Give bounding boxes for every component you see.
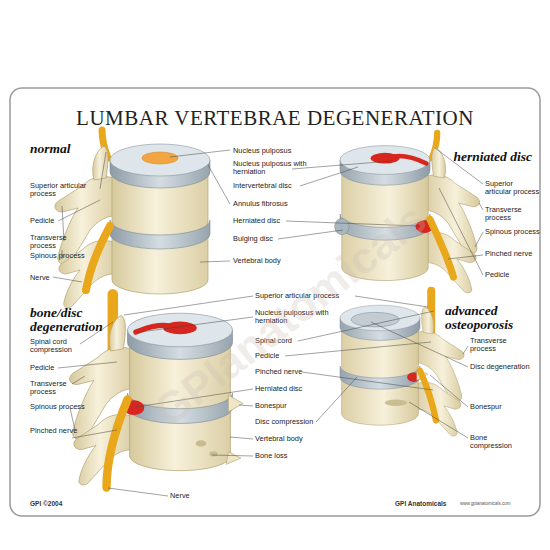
leader-line bbox=[100, 152, 106, 189]
part-label: Pedicle bbox=[30, 217, 54, 225]
part-label: Nerve bbox=[30, 274, 50, 282]
leader-line bbox=[230, 437, 253, 439]
part-label: Herniated disc bbox=[255, 385, 302, 393]
leader-line bbox=[72, 430, 117, 438]
part-label: Transverse process bbox=[30, 234, 90, 250]
leader-line bbox=[239, 405, 253, 406]
leader-line bbox=[430, 375, 468, 407]
leader-line bbox=[278, 230, 343, 239]
leader-line bbox=[72, 376, 85, 384]
part-label: Nucleus pulposus with herniation bbox=[233, 160, 318, 176]
card-border bbox=[10, 88, 540, 516]
leader-line bbox=[409, 402, 468, 438]
part-label: Spinous process bbox=[30, 403, 85, 411]
herniation bbox=[394, 156, 426, 164]
part-label: Bonespur bbox=[470, 403, 502, 411]
part-label: Spinal cord compression bbox=[30, 338, 100, 354]
part-label: Superior articular process bbox=[485, 180, 540, 196]
leader-line bbox=[355, 296, 428, 307]
part-label: Intervertebral disc bbox=[233, 182, 292, 190]
section-heading: herniated disc bbox=[440, 150, 532, 164]
part-label: Vertebral body bbox=[255, 435, 303, 443]
leader-line bbox=[292, 161, 392, 169]
part-label: Bone loss bbox=[255, 452, 287, 460]
leader-line bbox=[108, 488, 168, 496]
leader-line bbox=[448, 255, 483, 259]
vertebra-stack bbox=[55, 144, 210, 308]
part-label: Transverse process bbox=[470, 337, 525, 353]
part-label: Nucleus pulposus bbox=[233, 147, 291, 155]
leader-line bbox=[170, 150, 230, 157]
leader-lines bbox=[53, 148, 483, 496]
section-heading: advanced osteoporosis bbox=[445, 304, 537, 331]
part-label: Spinous process bbox=[485, 228, 540, 236]
part-label: Nerve bbox=[170, 492, 190, 500]
leader-line bbox=[58, 200, 100, 221]
leader-line bbox=[212, 455, 253, 456]
bonespur bbox=[226, 452, 241, 465]
leader-line bbox=[479, 203, 483, 210]
part-label: Pedicle bbox=[30, 364, 54, 372]
web-address: www.gpianatomicals.com bbox=[460, 501, 511, 506]
leader-line bbox=[53, 277, 82, 282]
part-label: Disc compression bbox=[255, 418, 313, 426]
part-label: Herniated disc bbox=[233, 217, 280, 225]
bone-loss bbox=[196, 440, 207, 446]
copyright: GPI ©2004 bbox=[30, 500, 62, 507]
part-label: Pinched nerve bbox=[30, 427, 80, 435]
leader-line bbox=[475, 232, 483, 247]
disc-degeneration bbox=[351, 312, 399, 326]
leader-line bbox=[285, 342, 431, 356]
pinched-nerve bbox=[107, 399, 128, 487]
leader-line bbox=[300, 167, 358, 186]
leader-line bbox=[124, 296, 253, 315]
leader-line bbox=[316, 377, 357, 422]
nerve bbox=[86, 226, 110, 290]
part-label: Bulging disc bbox=[233, 235, 273, 243]
part-label: Pinched nerve bbox=[485, 250, 540, 258]
bone-compression bbox=[385, 400, 407, 406]
bone-loss bbox=[209, 451, 217, 456]
leader-line bbox=[439, 188, 483, 275]
part-label: Spinous process bbox=[30, 252, 85, 260]
part-label: Bone compression bbox=[470, 434, 525, 450]
part-label: Vertebral body bbox=[233, 257, 281, 265]
nucleus-pulposus bbox=[142, 152, 178, 164]
part-label: Transverse process bbox=[485, 206, 540, 222]
section-heading: bone/disc degeneration bbox=[30, 306, 140, 333]
leader-line bbox=[208, 165, 230, 204]
brand-name: GPI Anatomicals bbox=[395, 500, 446, 507]
section-heading: normal bbox=[30, 142, 71, 156]
part-label: Pinched nerve bbox=[255, 368, 302, 376]
part-label: Bonespur bbox=[255, 402, 287, 410]
part-label: Pedicle bbox=[485, 271, 509, 279]
leader-line bbox=[302, 372, 433, 390]
leader-line bbox=[200, 261, 230, 262]
part-label: Transverse process bbox=[30, 380, 85, 396]
part-label: Superior articular process bbox=[30, 182, 100, 198]
title: LUMBAR VERTEBRAE DEGENERATION bbox=[0, 106, 550, 131]
normal-model bbox=[55, 130, 210, 308]
disc-bulge bbox=[335, 219, 349, 235]
pinched-nerve bbox=[430, 219, 453, 277]
leader-line bbox=[463, 346, 468, 354]
bonespur bbox=[228, 395, 243, 412]
leader-line bbox=[58, 362, 117, 368]
part-label: Annulus fibrosus bbox=[233, 200, 288, 208]
part-label: Disc degeneration bbox=[470, 363, 530, 371]
